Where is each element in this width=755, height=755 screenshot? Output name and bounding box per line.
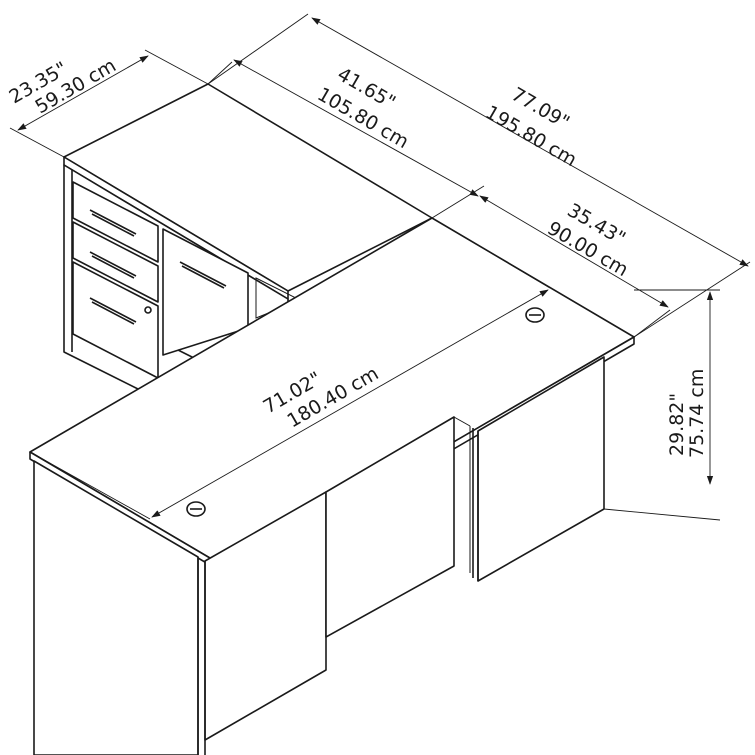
height-cm: 75.74 cm — [686, 369, 708, 458]
lock-icon — [144, 306, 152, 314]
dimension-lines — [9, 13, 751, 521]
credenza-drawer-1 — [72, 181, 159, 263]
desk-left-pedestal-front — [33, 460, 199, 755]
height-inches: 29.82" — [666, 393, 688, 456]
